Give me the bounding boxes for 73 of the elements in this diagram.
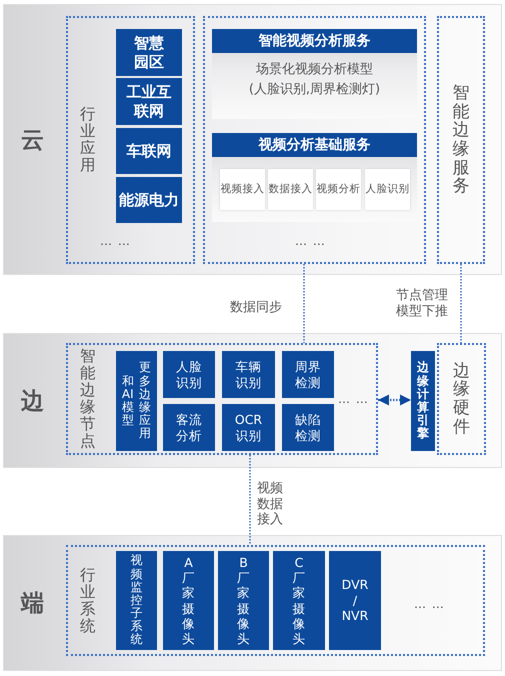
card-text: 人脸识别	[366, 182, 410, 196]
box-text: 客流分析	[175, 412, 203, 444]
function-box	[116, 177, 182, 223]
ellipsis-text: … …	[338, 392, 369, 406]
box-text: 缺陷检测	[294, 412, 322, 444]
card-text: 数据接入	[268, 182, 312, 196]
dotted-group-frame	[437, 343, 486, 455]
box-text: 视频监控子系统	[129, 554, 144, 647]
dotted-group-frame	[66, 16, 195, 264]
box-text: 车辆识别	[234, 358, 262, 390]
double-arrow	[378, 394, 411, 406]
function-box	[116, 351, 157, 451]
box-text: 周界检测	[294, 358, 322, 390]
box-text: B厂家摄像头	[236, 554, 251, 646]
ellipsis-text: … …	[295, 234, 326, 248]
layer-title: 边	[20, 387, 45, 416]
box-text: A厂家摄像头	[181, 554, 196, 646]
dotted-group-frame	[203, 16, 426, 264]
function-box	[116, 128, 182, 174]
function-box	[411, 351, 435, 451]
box-text: 能源电力	[119, 190, 179, 210]
box-text: 和AI模型	[120, 374, 135, 428]
function-box	[116, 78, 182, 125]
dotted-connector	[249, 455, 251, 545]
function-box	[116, 29, 182, 76]
box-text: 车联网	[126, 142, 172, 160]
panel-text: 场景化视频分析模型(人脸识别,周界检测灯)	[248, 61, 380, 100]
dotted-group-frame	[66, 343, 378, 455]
service-panel	[212, 133, 417, 222]
card-text: 视频分析	[316, 182, 360, 196]
layer-band	[3, 4, 502, 275]
function-box	[218, 551, 269, 650]
layer-title: 云	[20, 126, 45, 155]
function-box	[222, 351, 275, 398]
layer-band	[3, 535, 502, 671]
service-card	[365, 169, 410, 210]
function-box	[282, 404, 334, 451]
dotted-group-frame	[437, 16, 485, 264]
panel-title: 视频分析基础服务	[212, 133, 417, 157]
service-card	[316, 169, 361, 210]
function-box	[116, 551, 157, 650]
ellipsis-text: … …	[100, 234, 131, 248]
group-title: 智能边缘服务	[451, 84, 470, 196]
box-text: 更多边缘应用	[138, 361, 152, 441]
ellipsis-text: … …	[414, 597, 445, 611]
group-title: 行业系统	[80, 566, 96, 635]
service-card	[268, 169, 313, 210]
function-box	[273, 551, 325, 650]
dotted-group-frame	[66, 545, 485, 656]
function-box	[282, 351, 334, 398]
box-text: C厂家摄像头	[292, 554, 306, 646]
box-text: 工业互联网	[126, 82, 172, 120]
box-text: OCR识别	[234, 412, 264, 444]
box-text: DVR / NVR	[341, 577, 369, 624]
box-text: 人脸识别	[175, 358, 203, 390]
panel-title: 智能视频分析服务	[212, 29, 417, 53]
dotted-connector	[460, 264, 462, 343]
group-title: 行业应用	[80, 106, 96, 174]
function-box	[163, 551, 214, 650]
group-title: 智能边缘节点	[80, 348, 96, 450]
function-box	[222, 404, 275, 451]
function-box	[163, 404, 215, 451]
box-text: 边缘计算引擎	[416, 361, 430, 441]
card-text: 视频接入	[220, 182, 264, 196]
layer-title: 端	[20, 590, 45, 618]
service-card	[220, 169, 265, 210]
dotted-connector	[303, 264, 305, 343]
service-panel	[212, 29, 417, 119]
group-title: 边缘硬件	[452, 362, 471, 436]
box-text: 智慧园区	[133, 34, 165, 72]
layer-band	[3, 333, 502, 468]
function-box	[329, 551, 381, 650]
function-box	[163, 351, 215, 398]
